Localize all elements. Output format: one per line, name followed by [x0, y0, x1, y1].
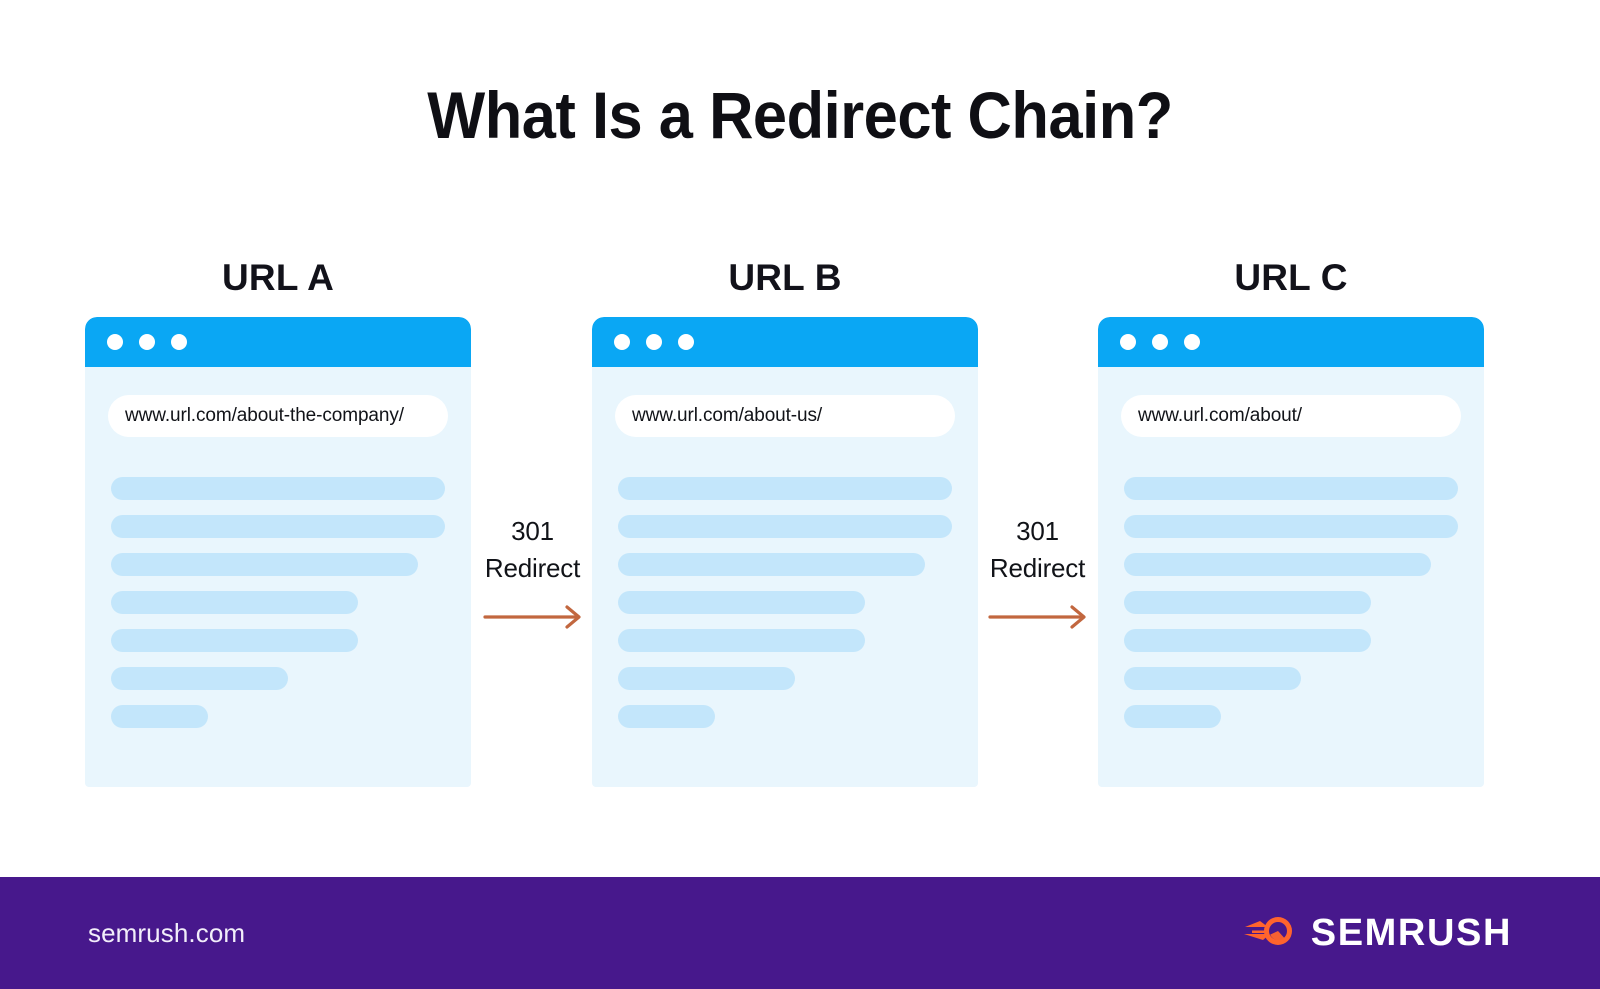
- placeholder-line: [111, 704, 208, 728]
- placeholder-line: [1124, 476, 1458, 500]
- window-dot-icon: [678, 333, 694, 350]
- content-placeholder-b: [618, 476, 952, 743]
- window-dot-icon: [1184, 333, 1200, 350]
- url-card-a: URL A www.url.com/about-the-company/: [85, 257, 471, 787]
- browser-titlebar-c: [1098, 316, 1484, 367]
- footer-bar: semrush.com SEMRUSH: [0, 877, 1600, 989]
- window-dot-icon: [614, 333, 630, 350]
- window-dot-icon: [107, 333, 123, 350]
- redirect-code-2: 301: [1016, 516, 1059, 546]
- window-dot-icon: [139, 333, 155, 350]
- semrush-comet-logo-icon: [1243, 912, 1296, 955]
- redirect-action-1: Redirect: [484, 552, 581, 583]
- semrush-brand[interactable]: SEMRUSH: [1243, 911, 1512, 955]
- footer-site-url[interactable]: semrush.com: [88, 917, 246, 948]
- redirect-connector-2: 301 Redirect: [980, 513, 1095, 629]
- semrush-wordmark: SEMRUSH: [1310, 911, 1512, 954]
- placeholder-line: [111, 590, 359, 614]
- redirect-connector-1: 301 Redirect: [475, 513, 590, 629]
- page-title: What Is a Redirect Chain?: [427, 78, 1173, 152]
- browser-window-a: www.url.com/about-the-company/: [85, 316, 471, 787]
- placeholder-line: [618, 628, 866, 652]
- placeholder-line: [111, 476, 445, 500]
- placeholder-line: [111, 514, 445, 538]
- arrow-right-icon: [475, 603, 590, 629]
- redirect-action-2: Redirect: [989, 552, 1086, 583]
- url-card-c: URL C www.url.com/about/: [1098, 257, 1484, 787]
- placeholder-line: [1124, 514, 1458, 538]
- placeholder-line: [618, 704, 715, 728]
- placeholder-line: [1124, 628, 1372, 652]
- address-bar-a[interactable]: www.url.com/about-the-company/: [108, 394, 448, 437]
- placeholder-line: [1124, 590, 1372, 614]
- window-dot-icon: [1120, 333, 1136, 350]
- placeholder-line: [618, 514, 952, 538]
- arrow-right-icon: [980, 603, 1095, 629]
- address-bar-c[interactable]: www.url.com/about/: [1121, 394, 1461, 437]
- content-placeholder-c: [1124, 476, 1458, 743]
- content-placeholder-a: [111, 476, 445, 743]
- redirect-code-1: 301: [511, 516, 554, 546]
- url-card-a-label: URL A: [222, 257, 334, 298]
- placeholder-line: [111, 628, 359, 652]
- browser-titlebar-a: [85, 316, 471, 367]
- browser-window-b: www.url.com/about-us/: [592, 316, 978, 787]
- placeholder-line: [618, 552, 926, 576]
- placeholder-line: [1124, 666, 1302, 690]
- placeholder-line: [618, 590, 866, 614]
- placeholder-line: [618, 476, 952, 500]
- placeholder-line: [1124, 704, 1221, 728]
- address-bar-b[interactable]: www.url.com/about-us/: [615, 394, 955, 437]
- placeholder-line: [111, 552, 419, 576]
- browser-titlebar-b: [592, 316, 978, 367]
- url-card-b: URL B www.url.com/about-us/: [592, 257, 978, 787]
- browser-window-c: www.url.com/about/: [1098, 316, 1484, 787]
- window-dot-icon: [646, 333, 662, 350]
- window-dot-icon: [171, 333, 187, 350]
- url-card-c-label: URL C: [1234, 257, 1348, 298]
- window-dot-icon: [1152, 333, 1168, 350]
- placeholder-line: [111, 666, 289, 690]
- url-card-b-label: URL B: [728, 257, 842, 298]
- placeholder-line: [1124, 552, 1432, 576]
- redirect-chain-diagram: URL A www.url.com/about-the-company/ 301…: [85, 257, 1484, 787]
- placeholder-line: [618, 666, 796, 690]
